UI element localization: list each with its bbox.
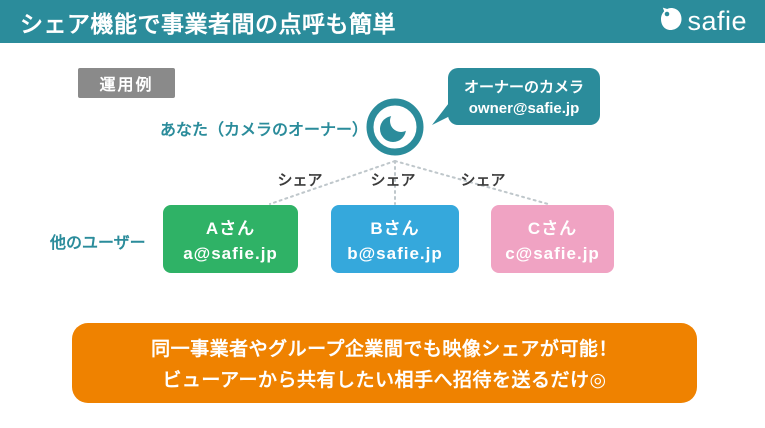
camera-eye-icon [365, 98, 425, 158]
bubble-tail [432, 97, 452, 132]
bubble-owner-email: owner@safie.jp [468, 100, 580, 117]
callout-banner: 同一事業者やグループ企業間でも映像シェアが可能！ ビューアーから共有したい相手へ… [72, 323, 697, 403]
callout-line-2: ビューアーから共有したい相手へ招待を送るだけ◎ [162, 370, 607, 391]
other-users-label: 他のユーザー [50, 235, 146, 252]
user-email: c@safie.jp [505, 244, 600, 263]
user-name: Aさん [205, 219, 256, 238]
owner-label: あなた（カメラのオーナー） [159, 122, 368, 139]
user-email: a@safie.jp [183, 244, 278, 263]
share-label-3: シェア [460, 172, 506, 189]
user-card-b: Bさん b@safie.jp [331, 205, 459, 273]
safie-logo-text: safie [687, 6, 747, 36]
user-card-a: Aさん a@safie.jp [163, 205, 298, 273]
bubble-camera-label: オーナーのカメラ [463, 79, 584, 96]
share-label-2: シェア [370, 172, 416, 189]
share-label-1: シェア [277, 172, 323, 189]
safie-bird-icon [657, 5, 685, 38]
user-name: Cさん [527, 219, 578, 238]
safie-logo: safie [657, 0, 747, 43]
page-title: シェア機能で事業者間の点呼も簡単 [20, 10, 396, 37]
example-tag: 運用例 [78, 68, 175, 98]
callout-line-1: 同一事業者やグループ企業間でも映像シェアが可能！ [151, 339, 618, 360]
user-card-c: Cさん c@safie.jp [491, 205, 614, 273]
user-name: Bさん [370, 219, 420, 238]
user-email: b@safie.jp [347, 244, 443, 263]
header-bar: シェア機能で事業者間の点呼も簡単 safie [0, 0, 765, 43]
owner-camera-bubble: オーナーのカメラ owner@safie.jp [432, 68, 600, 125]
